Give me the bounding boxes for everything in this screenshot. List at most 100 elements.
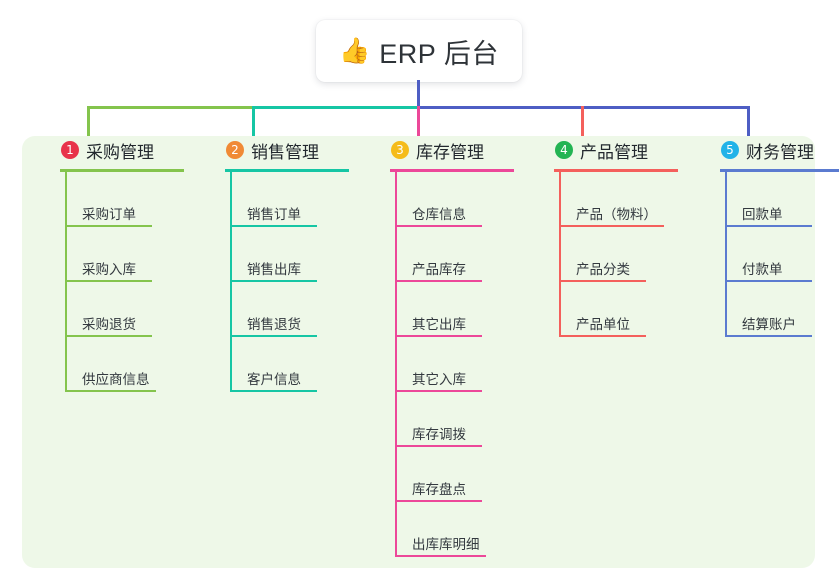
module-item[interactable]: 出库库明细: [396, 502, 539, 557]
module-title: 采购管理: [86, 142, 154, 162]
module-item-label: 其它入库: [412, 372, 466, 387]
module-item-label: 库存调拨: [412, 427, 466, 442]
module-header-5[interactable]: 5 财务管理: [704, 136, 839, 164]
module-item-rule: [396, 225, 482, 227]
module-title: 库存管理: [416, 142, 484, 162]
module-item-label: 产品（物料）: [576, 207, 657, 222]
module-item-label: 库存盘点: [412, 482, 466, 497]
module-item-label: 采购入库: [82, 262, 136, 277]
module-item-label: 销售订单: [247, 207, 301, 222]
module-item-label: 出库库明细: [412, 537, 480, 552]
module-item-label: 其它出库: [412, 317, 466, 332]
module-item-rule: [66, 335, 152, 337]
module-item-rule: [726, 335, 812, 337]
module-item-rule: [396, 280, 482, 282]
module-item-rule: [560, 280, 646, 282]
module-item[interactable]: 销售订单: [231, 172, 374, 227]
module-item-rule: [231, 335, 317, 337]
module-number-badge: 1: [61, 141, 79, 159]
module-item[interactable]: 产品单位: [560, 282, 703, 337]
horizontal-connector-segment-2: [252, 106, 418, 109]
module-item-rule: [231, 390, 317, 392]
drop-connector-4: [581, 106, 584, 138]
module-number-badge: 4: [555, 141, 573, 159]
module-item-label: 产品单位: [576, 317, 630, 332]
module-header-rule: [720, 169, 839, 172]
module-item-label: 付款单: [742, 262, 783, 277]
module-item[interactable]: 产品分类: [560, 227, 703, 282]
module-item[interactable]: 供应商信息: [66, 337, 209, 392]
module-item[interactable]: 回款单: [726, 172, 839, 227]
branch-spine: [395, 172, 397, 557]
module-title: 财务管理: [746, 142, 814, 162]
module-item[interactable]: 库存调拨: [396, 392, 539, 447]
module-column-1: 1 采购管理采购订单采购入库采购退货供应商信息: [44, 136, 209, 392]
module-item[interactable]: 客户信息: [231, 337, 374, 392]
module-item[interactable]: 销售退货: [231, 282, 374, 337]
module-header-rule: [390, 169, 514, 172]
module-item-rule: [231, 280, 317, 282]
module-item-label: 产品分类: [576, 262, 630, 277]
module-item[interactable]: 产品（物料）: [560, 172, 703, 227]
module-item-label: 结算账户: [742, 317, 796, 332]
module-item-rule: [231, 225, 317, 227]
module-title: 产品管理: [580, 142, 648, 162]
module-header-1[interactable]: 1 采购管理: [44, 136, 209, 164]
module-item-rule: [396, 390, 482, 392]
module-item-rule: [66, 280, 152, 282]
module-item-label: 销售退货: [247, 317, 301, 332]
module-branch: 采购订单采购入库采购退货供应商信息: [44, 172, 209, 392]
module-number-badge: 5: [721, 141, 739, 159]
module-item-rule: [396, 555, 486, 557]
module-item[interactable]: 仓库信息: [396, 172, 539, 227]
module-item[interactable]: 产品库存: [396, 227, 539, 282]
module-header-4[interactable]: 4 产品管理: [538, 136, 703, 164]
root-node[interactable]: 👍 ERP 后台: [316, 20, 522, 82]
drop-connector-5: [747, 106, 750, 138]
module-item[interactable]: 其它入库: [396, 337, 539, 392]
module-number-badge: 2: [226, 141, 244, 159]
module-item[interactable]: 库存盘点: [396, 447, 539, 502]
module-column-5: 5 财务管理回款单付款单结算账户: [704, 136, 839, 337]
module-item-label: 供应商信息: [82, 372, 150, 387]
module-branch: 产品（物料） 产品分类产品单位: [538, 172, 703, 337]
module-item-rule: [726, 280, 812, 282]
branch-spine: [559, 172, 561, 337]
module-item[interactable]: 采购入库: [66, 227, 209, 282]
module-header-rule: [554, 169, 678, 172]
module-branch: 仓库信息产品库存其它出库其它入库库存调拨库存盘点出库库明细: [374, 172, 539, 557]
module-header-rule: [60, 169, 184, 172]
module-item[interactable]: 采购订单: [66, 172, 209, 227]
module-item-label: 采购退货: [82, 317, 136, 332]
module-item-label: 采购订单: [82, 207, 136, 222]
module-item-rule: [396, 335, 482, 337]
module-item[interactable]: 结算账户: [726, 282, 839, 337]
module-item-rule: [396, 500, 482, 502]
branch-spine: [65, 172, 67, 392]
module-header-3[interactable]: 3 库存管理: [374, 136, 539, 164]
module-item[interactable]: 其它出库: [396, 282, 539, 337]
module-item-label: 仓库信息: [412, 207, 466, 222]
module-item-rule: [560, 335, 646, 337]
drop-connector-1: [87, 106, 90, 138]
module-item[interactable]: 采购退货: [66, 282, 209, 337]
branch-spine: [725, 172, 727, 337]
module-branch: 回款单付款单结算账户: [704, 172, 839, 337]
module-item[interactable]: 付款单: [726, 227, 839, 282]
root-stem-connector: [417, 80, 420, 109]
module-item-label: 销售出库: [247, 262, 301, 277]
horizontal-connector-segment-1: [87, 106, 253, 109]
module-item-rule: [396, 445, 482, 447]
module-item-label: 客户信息: [247, 372, 301, 387]
module-item-rule: [726, 225, 812, 227]
module-item-rule: [66, 225, 152, 227]
module-item[interactable]: 销售出库: [231, 227, 374, 282]
module-item-label: 回款单: [742, 207, 783, 222]
root-title: ERP 后台: [379, 38, 499, 69]
branch-spine: [230, 172, 232, 392]
module-number-badge: 3: [391, 141, 409, 159]
